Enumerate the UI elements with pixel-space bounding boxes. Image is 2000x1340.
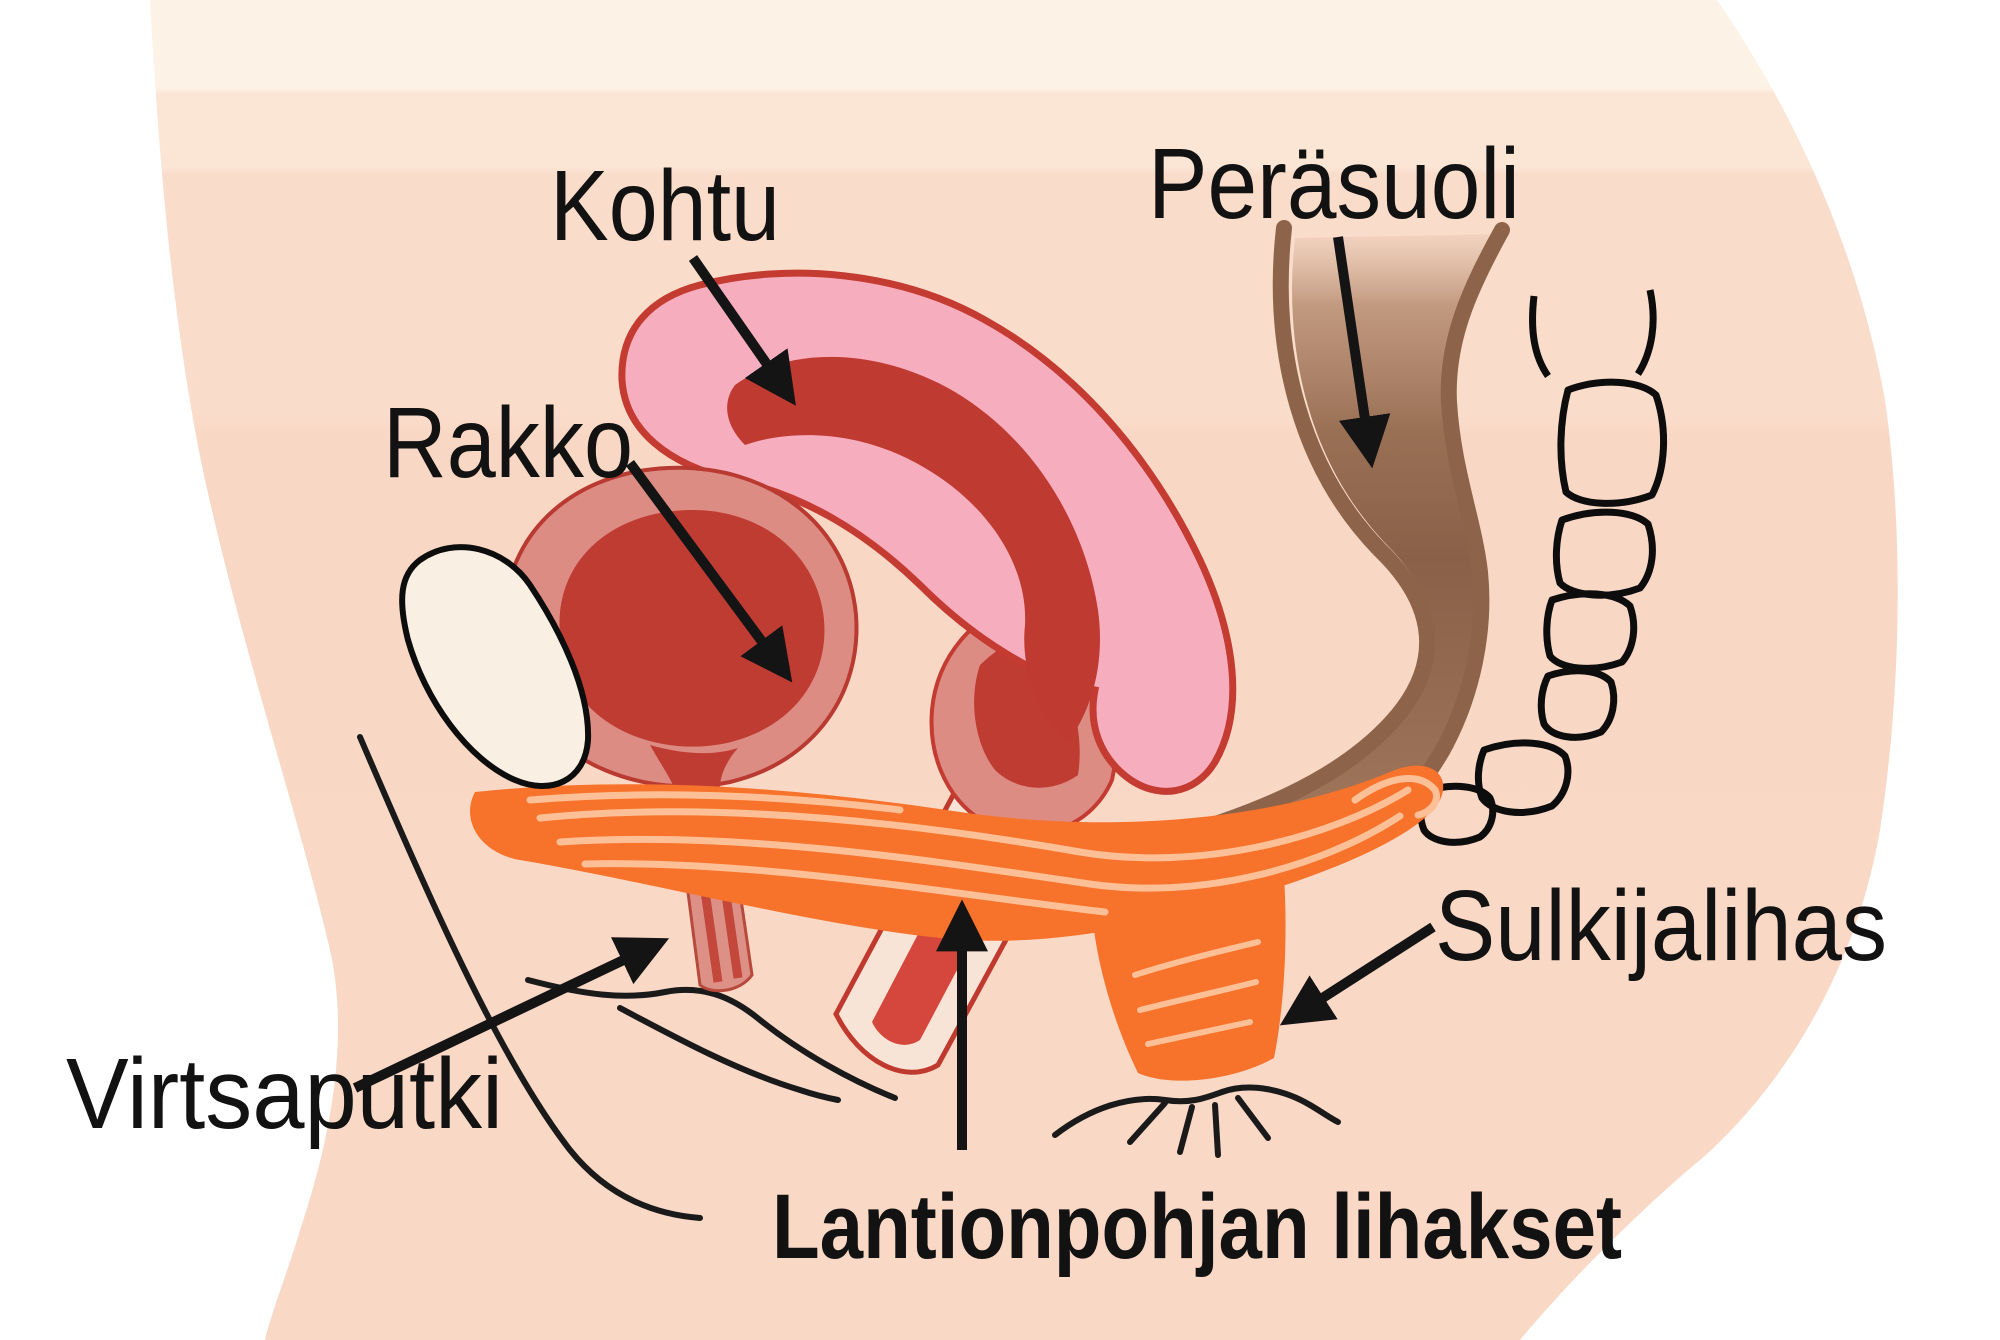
label-kohtu: Kohtu: [550, 150, 780, 262]
muscle-streaks: [526, 775, 1440, 1047]
anus-tick: [1212, 1102, 1221, 1158]
vertebra-open-left-edge: [1529, 295, 1551, 379]
anus-tick: [1127, 1100, 1168, 1145]
bladder-interior: [559, 509, 825, 747]
sphincter-streak-line: [1137, 979, 1259, 1013]
anus-tick: [1177, 1104, 1195, 1155]
vertebra-2: [1557, 378, 1668, 507]
bladder: [502, 465, 859, 808]
label-perasuoli: Peräsuoli: [1148, 128, 1520, 240]
rectum: [1155, 220, 1510, 856]
muscle-streak-line: [556, 812, 1404, 892]
muscle-streak-line: [581, 860, 1109, 916]
muscle-streak-line: [526, 791, 904, 814]
pelvic-floor-muscle: [470, 765, 1444, 1081]
anus-wavy-line: [1052, 1084, 1341, 1138]
muscle-streak-curl: [1351, 775, 1440, 819]
vertebra-5: [1537, 667, 1618, 741]
rectum-front-wall-edge: [1155, 220, 1436, 848]
groin-crease-line: [357, 734, 703, 1221]
perineum-lower-line: [617, 1005, 841, 1103]
arrow-perasuoli: [1333, 236, 1391, 469]
anus-wrinkle-lines: [1052, 1084, 1341, 1158]
anus-tick: [1235, 1095, 1271, 1141]
rectum-back-wall-edge: [1350, 222, 1510, 856]
anal-sphincter: [1094, 876, 1286, 1081]
pubic-bone: [399, 544, 592, 789]
arrow-kohtu: [688, 255, 796, 406]
vertebra-open-right-edge: [1635, 289, 1657, 376]
sphincter-streak-line: [1132, 939, 1261, 978]
vertebra-3: [1552, 508, 1656, 599]
sphincter-streak-line: [1145, 1019, 1253, 1047]
label-rakko: Rakko: [383, 387, 633, 499]
arrow-virtsaputki: [352, 937, 670, 1093]
arrows: [352, 236, 1436, 1150]
arrow-rakko: [625, 460, 793, 683]
skin-contour-lines: [357, 734, 898, 1221]
vertebra-4: [1543, 590, 1638, 672]
perineum-upper-line: [525, 977, 898, 1101]
uterus-cavity: [727, 356, 1100, 742]
arrow-sulkijalihas: [1279, 922, 1436, 1026]
muscle-streak-line: [536, 786, 1412, 862]
label-sulkijalihas: Sulkijalihas: [1435, 870, 1887, 982]
label-virtsaputki: Virtsaputki: [66, 1038, 503, 1150]
label-lantionpohjan-lihakset: Lantionpohjan lihakset: [772, 1176, 1622, 1278]
